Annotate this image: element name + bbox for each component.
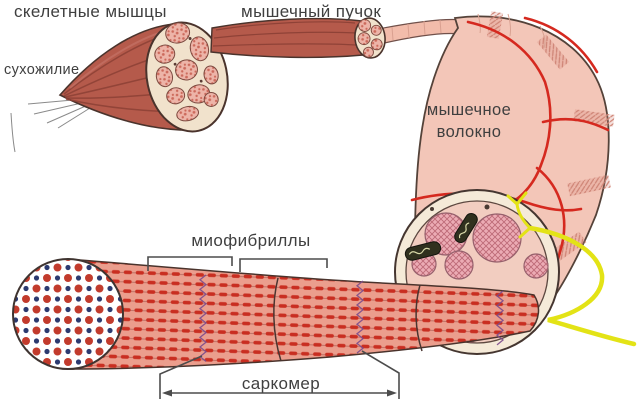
myofibril-cylinder xyxy=(12,258,540,370)
fascicle-bundles xyxy=(154,22,219,122)
tendon-lines xyxy=(10,98,91,153)
myofibrils-brackets xyxy=(147,256,328,272)
muscle-bundle xyxy=(210,17,463,59)
myofibril-sections xyxy=(411,212,549,343)
label-muscle-bundle: мышечный пучок xyxy=(241,2,381,21)
label-muscle-fiber-line1: мышечное xyxy=(427,101,511,119)
cylinder-body xyxy=(67,258,540,370)
sarcomere-bracket xyxy=(159,350,400,399)
label-skeletal-muscles: скелетные мышцы xyxy=(14,2,167,21)
label-muscle-fiber-line2: волокно xyxy=(437,123,502,141)
muscle-cross-section xyxy=(145,21,229,133)
z-line-zigzags xyxy=(198,274,505,362)
bundle-cross-section xyxy=(354,17,386,59)
single-fiber-segments xyxy=(391,19,442,41)
arrowhead-left-icon xyxy=(162,389,172,397)
bundle-streaks xyxy=(212,21,359,47)
label-sarcomere: саркомер xyxy=(242,374,320,393)
skeletal-muscle xyxy=(10,21,229,153)
label-myofibrils: миофибриллы xyxy=(191,231,310,250)
cross-section-dots xyxy=(173,37,203,83)
nerve-fiber xyxy=(506,191,637,347)
filament-cross-section-circle xyxy=(12,258,124,370)
bundle-body xyxy=(210,17,364,59)
label-tendon: сухожилие xyxy=(4,62,80,78)
sarcomere-boundary-lines xyxy=(273,277,423,362)
mitochondria xyxy=(404,204,490,261)
arrowhead-right-icon xyxy=(387,389,397,397)
